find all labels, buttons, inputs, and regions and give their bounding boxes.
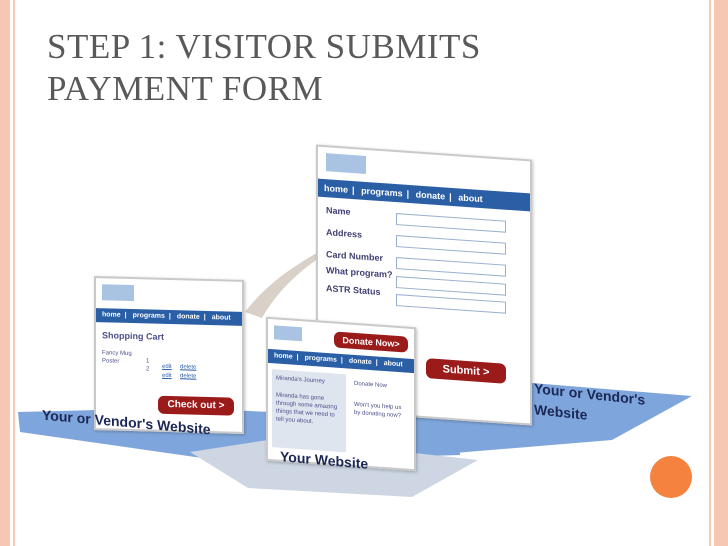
- shopping-cart-window: home| programs| donate| about Shopping C…: [94, 276, 244, 434]
- slide-title-line1: STEP 1: VISITOR SUBMITS: [47, 27, 481, 66]
- your-main-title: Donate Now: [354, 380, 388, 390]
- submit-button[interactable]: Submit >: [426, 358, 506, 384]
- slide-right-border-line: [709, 0, 711, 546]
- cart-logo: [102, 284, 134, 302]
- cart-nav-programs[interactable]: programs: [132, 312, 165, 320]
- your-nav-home[interactable]: home: [274, 352, 293, 361]
- form-label-name: Name: [326, 205, 351, 217]
- form-label-astr-status: ASTR Status: [326, 283, 381, 297]
- check-out-button[interactable]: Check out >: [158, 395, 234, 416]
- your-nav-about[interactable]: about: [383, 359, 403, 369]
- cart-item-1-edit[interactable]: edit: [162, 363, 172, 371]
- form-input-astr-status[interactable]: [396, 294, 506, 314]
- cart-item-1-qty: 1: [146, 358, 150, 365]
- form-input-program[interactable]: [396, 276, 506, 296]
- cart-heading: Shopping Cart: [102, 330, 164, 342]
- your-sidebar: Miranda's Journey Miranda has gone throu…: [272, 369, 346, 453]
- cart-nav-bar: home| programs| donate| about: [96, 308, 242, 326]
- form-nav-about[interactable]: about: [458, 192, 483, 205]
- cart-item-2-qty: 2: [146, 366, 150, 373]
- slide-right-border: [714, 0, 728, 546]
- your-logo: [274, 325, 302, 342]
- your-main-text: Won't you help us by donating now?: [354, 401, 402, 420]
- form-nav-home[interactable]: home: [324, 183, 349, 195]
- cart-item-1-delete[interactable]: delete: [180, 364, 197, 371]
- cart-item-2-edit[interactable]: edit: [162, 372, 172, 380]
- orange-bullet: [650, 456, 692, 498]
- cart-nav-donate[interactable]: donate: [176, 313, 200, 321]
- slide-title: STEP 1: VISITOR SUBMITS PAYMENT FORM: [47, 26, 687, 110]
- form-nav-donate[interactable]: donate: [415, 189, 446, 202]
- cart-nav-about[interactable]: about: [211, 314, 231, 322]
- slide-title-line2: PAYMENT FORM: [47, 69, 324, 108]
- form-label-program: What program?: [326, 265, 393, 280]
- cart-item-1-name: Fancy Mug: [102, 350, 132, 358]
- cart-item-2-delete[interactable]: delete: [180, 373, 197, 380]
- slide-left-border-line: [13, 0, 15, 546]
- your-sidebar-title: Miranda's Journey: [276, 375, 325, 385]
- cart-item-2-name: Poster: [102, 358, 120, 365]
- form-input-name[interactable]: [396, 213, 506, 233]
- your-sidebar-text: Miranda has gone through some amazing th…: [276, 392, 338, 426]
- your-nav-programs[interactable]: programs: [304, 354, 337, 364]
- donate-now-badge[interactable]: Donate Now>: [334, 331, 408, 353]
- form-nav-programs[interactable]: programs: [361, 185, 403, 199]
- slide-left-border: [0, 0, 10, 546]
- form-input-address[interactable]: [396, 235, 506, 255]
- form-logo: [326, 153, 366, 174]
- form-label-address: Address: [326, 227, 363, 240]
- your-nav-donate[interactable]: donate: [348, 357, 372, 367]
- form-label-card-number: Card Number: [326, 249, 384, 264]
- cart-nav-home[interactable]: home: [102, 311, 121, 319]
- form-input-card-number[interactable]: [396, 257, 506, 277]
